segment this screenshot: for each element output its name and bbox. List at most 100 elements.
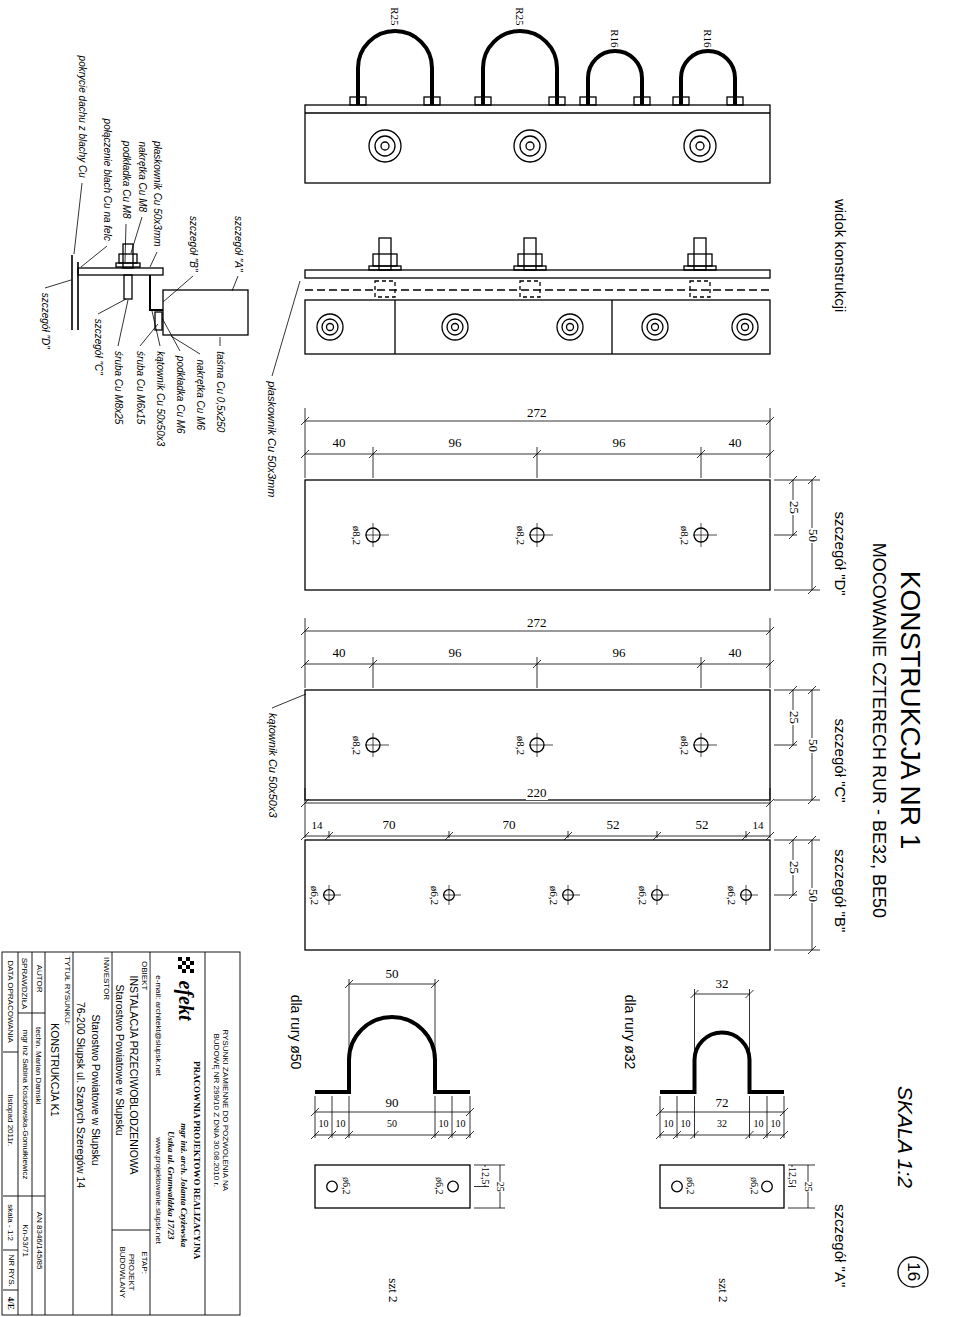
- drawing-circle: [562, 319, 578, 335]
- drawing-rect: [690, 281, 710, 297]
- leader-line: [98, 299, 126, 314]
- drawing-circle: [557, 314, 583, 340]
- drawing-rect: [305, 480, 770, 590]
- dimension: 10: [439, 1118, 449, 1130]
- drawing-circle: [327, 324, 334, 331]
- dimension: ø6,2: [748, 1177, 760, 1195]
- sheet-number-circle: [898, 1257, 928, 1287]
- drawing-rect: [78, 268, 163, 275]
- pipe-note: dla rury ø50: [288, 994, 304, 1071]
- drawing-circle: [447, 319, 463, 335]
- pipe-note: dla rury ø32: [622, 994, 638, 1071]
- leader-line: [131, 217, 142, 253]
- callout-label: kątownik Cu 50x50x3: [154, 350, 166, 447]
- dimension: 50: [805, 737, 820, 752]
- drawing-circle: [381, 142, 389, 150]
- callout-label: pokrycie dachu z blachy Cu: [76, 55, 88, 179]
- drawing-circle: [317, 314, 343, 340]
- drawing-circle: [514, 130, 546, 162]
- callout-label: podkładka Cu M8: [120, 140, 132, 220]
- dimension: 40: [332, 436, 347, 451]
- drawing-rect: [424, 97, 440, 105]
- drawing-path: [474, 1165, 505, 1208]
- dimension: ø6,2: [433, 1177, 445, 1195]
- drawing-circle: [327, 1181, 338, 1192]
- callout-label: podkładka Cu M6: [174, 355, 186, 435]
- title-block: [2, 952, 240, 1315]
- title-block-cell: Kn-53/71: [21, 1223, 30, 1257]
- dimension: 70: [382, 818, 397, 833]
- callout-label: płaskownik Cu 50x3mm: [266, 380, 279, 498]
- callout-label: śruba Cu M8x25: [112, 350, 124, 425]
- drawing-title: KONSTRUKCJA NR 1: [894, 570, 926, 851]
- drawing-circle: [690, 136, 710, 156]
- drawing-circle: [526, 142, 534, 150]
- drawing-rect: [305, 300, 770, 354]
- dimension: 96: [448, 436, 463, 451]
- title-block-cell: TYTUŁ RYSUNKU:: [62, 955, 71, 1026]
- logo-text: efekt: [174, 979, 197, 1021]
- drawing-rect: [163, 290, 248, 335]
- callout-label: śruba Cu M6x15: [134, 350, 146, 425]
- dimension: 12,5: [479, 1167, 491, 1185]
- title-block-cell: INSTALACJA PRZECIWOBLODZENIOWA: [127, 975, 139, 1176]
- drawing-rect: [116, 263, 140, 267]
- dimension: 96: [612, 436, 627, 451]
- drawing-rect: [375, 281, 395, 297]
- drawing-path: [774, 476, 820, 594]
- drawing-rect: [580, 97, 596, 105]
- drawing-rect: [186, 965, 190, 969]
- drawing-rect: [305, 840, 770, 950]
- dimension: 10: [664, 1118, 674, 1130]
- dimension: ø6,2: [725, 884, 738, 905]
- leader-line: [81, 246, 107, 267]
- dimension: ø8,2: [514, 524, 527, 545]
- drawing-rect: [475, 97, 491, 105]
- dimension: 272: [526, 406, 548, 421]
- dimension: 10: [319, 1118, 329, 1130]
- drawing-path: [774, 686, 820, 804]
- dimension: 25: [786, 709, 801, 724]
- dimension: 12,5: [786, 1167, 798, 1185]
- leader-line: [140, 324, 158, 346]
- drawing-circle: [647, 319, 663, 335]
- dimension: R25: [514, 6, 527, 26]
- drawing-circle: [322, 319, 338, 335]
- drawing-rect: [119, 254, 137, 263]
- drawing-path: [656, 1108, 788, 1139]
- drawing-rect: [123, 244, 133, 268]
- dimension: 220: [526, 786, 548, 801]
- subtitle: MOCOWANIE CZTERECH RUR - BE32, BE50: [868, 541, 889, 918]
- drawing-rect: [673, 97, 689, 105]
- dimension: 10: [754, 1118, 764, 1130]
- dimension: 25: [786, 499, 801, 514]
- leader-lines: [45, 183, 306, 708]
- drawing-rect: [305, 690, 770, 800]
- drawing-path: [311, 1108, 474, 1139]
- dimension: ø6,2: [340, 1177, 352, 1195]
- dimension: 40: [728, 436, 743, 451]
- leader-line: [163, 276, 193, 302]
- dimension-lines: [301, 408, 820, 1208]
- dimension: szt 2: [715, 1277, 730, 1303]
- drawing-rect: [178, 957, 182, 961]
- title-block-cell: techn. Marian Damski: [34, 1025, 43, 1104]
- drawing-path: [72, 255, 78, 330]
- drawing-rect: [373, 254, 397, 266]
- drawing-circle: [672, 1181, 683, 1192]
- view-heading: szczegół "C": [831, 717, 848, 803]
- dimension: ø8,2: [350, 524, 363, 545]
- drawing-path: [358, 31, 432, 105]
- view-heading: szczegół "D": [831, 510, 848, 596]
- dimension: 90: [385, 1096, 400, 1111]
- title-block-cell: PRACOWNIA PROJEKTOWO REALIZACYJNA: [192, 1060, 202, 1260]
- view-heading: widok konstrukcji: [832, 197, 849, 312]
- title-block-cell: PROJEKT BUDOWLANY: [118, 1240, 136, 1304]
- dimension: 10: [681, 1118, 691, 1130]
- drawing-path: [305, 112, 770, 113]
- drawing-rect: [190, 961, 194, 965]
- title-block-cell: INWESTOR: [101, 956, 110, 1001]
- drawing-rect: [727, 97, 743, 105]
- dimension: 14: [752, 819, 765, 832]
- callout-label: połączenie blach Cu na felc: [101, 118, 113, 242]
